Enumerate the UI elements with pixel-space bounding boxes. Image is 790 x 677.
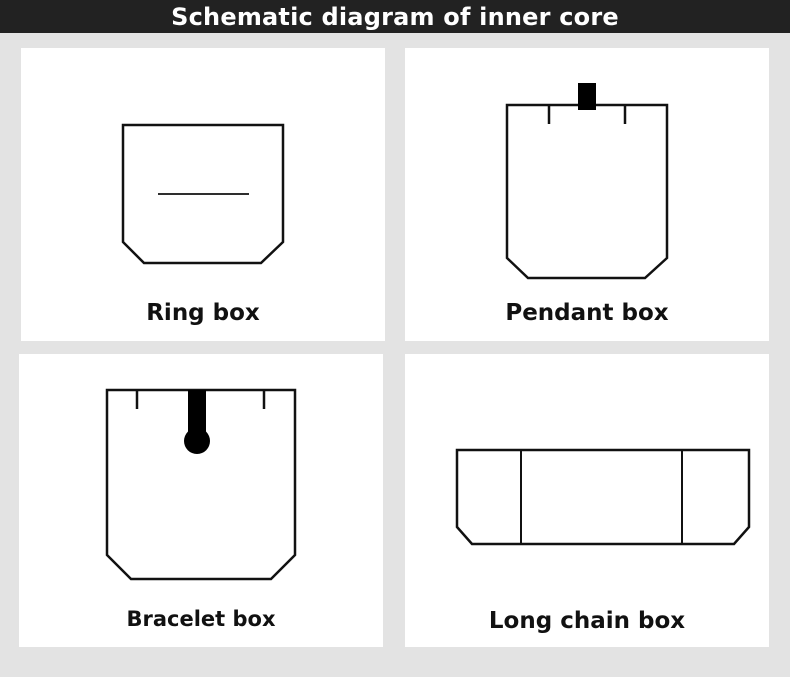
pendant-box-outline <box>505 103 669 280</box>
bracelet-box-diagram <box>105 388 297 581</box>
pendant-hanger <box>578 83 596 110</box>
bracelet-post <box>188 390 206 434</box>
bracelet-box-panel: Bracelet box <box>19 354 383 647</box>
pendant-box-panel: Pendant box <box>405 48 769 341</box>
pendant-box-diagram <box>505 83 669 280</box>
long-chain-box-diagram <box>455 448 751 546</box>
long-chain-box-panel: Long chain box <box>405 354 769 647</box>
ring-box-panel: Ring box <box>21 48 385 341</box>
bracelet-knob <box>184 428 210 454</box>
pendant-box-label: Pendant box <box>505 300 669 326</box>
ring-box-outline <box>121 123 285 265</box>
page-title: Schematic diagram of inner core <box>0 0 790 33</box>
ring-box-label: Ring box <box>146 300 260 326</box>
long-chain-box-label: Long chain box <box>488 608 686 634</box>
long-chain-box-outline <box>455 448 751 546</box>
bracelet-box-outline <box>105 388 297 581</box>
bracelet-box-label: Bracelet box <box>126 607 276 631</box>
ring-box-diagram <box>121 123 285 265</box>
